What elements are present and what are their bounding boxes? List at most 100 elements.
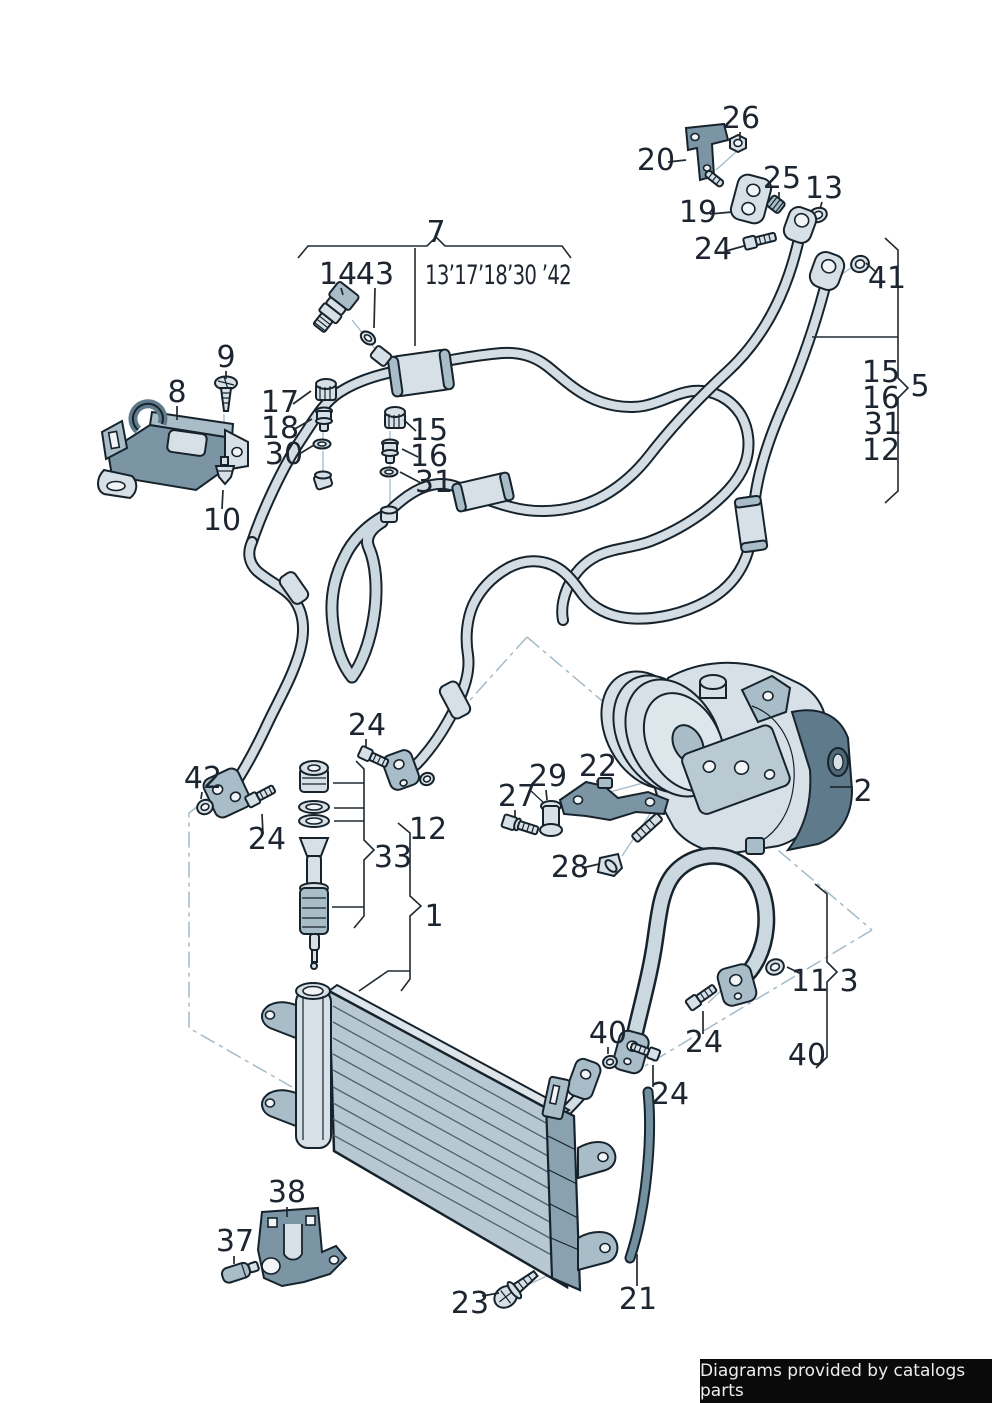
callout-14[interactable]: 14	[319, 257, 357, 292]
pipe-port-boss-middle	[380, 505, 398, 523]
callout-labels: 26 20 25 13 19 24 41 7 14 43 13’17’18’30…	[167, 101, 929, 1321]
condenser-pipe-bracket	[541, 1075, 571, 1121]
seal-ring-41	[850, 254, 870, 274]
callout-1[interactable]: 1	[424, 899, 443, 934]
callout-37[interactable]: 37	[216, 1224, 254, 1259]
callout-15[interactable]: 15	[410, 413, 448, 448]
screw-9	[214, 375, 238, 412]
pipe-sleeve-front	[733, 494, 769, 554]
callout-28[interactable]: 28	[551, 850, 589, 885]
seal-ring-40	[602, 1054, 618, 1070]
provider-credit-text: Diagrams provided by catalogs parts	[700, 1361, 966, 1401]
clip-10	[214, 456, 236, 486]
bracket-38	[256, 1206, 348, 1288]
flange-fitting-compressor-side	[382, 749, 420, 791]
callout-right-15[interactable]: 15	[862, 355, 900, 390]
seal-ring-42	[196, 798, 214, 816]
callout-11[interactable]: 11	[791, 964, 829, 999]
hose-loop	[325, 507, 395, 684]
bolt-24-left	[244, 784, 277, 809]
callout-16[interactable]: 16	[410, 439, 448, 474]
callout-5[interactable]: 5	[910, 369, 929, 404]
callout-38[interactable]: 38	[268, 1175, 306, 1210]
valve-16	[381, 438, 399, 464]
callout-22[interactable]: 22	[579, 749, 617, 784]
screw-24-top	[742, 231, 777, 251]
pin-37	[220, 1260, 260, 1284]
callout-24-top[interactable]: 24	[694, 232, 732, 267]
pressure-sensor-14	[312, 281, 360, 333]
condenser-1	[261, 982, 619, 1292]
bracket-22	[558, 777, 670, 822]
callout-42[interactable]: 42	[184, 761, 222, 796]
pipe-end-fitting-upper	[782, 206, 818, 244]
callout-10[interactable]: 10	[203, 503, 241, 538]
callout-24-drier[interactable]: 24	[348, 708, 386, 743]
callout-right-12[interactable]: 12	[862, 433, 900, 468]
condenser-drier-tube	[295, 982, 332, 1149]
bolt-24-drier	[357, 745, 390, 768]
callout-17[interactable]: 17	[261, 385, 299, 420]
callout-24-hose-upper[interactable]: 24	[685, 1025, 723, 1060]
callout-25[interactable]: 25	[763, 161, 801, 196]
callout-20[interactable]: 20	[637, 143, 675, 178]
callout-43[interactable]: 43	[356, 257, 394, 292]
hose-to-expansion-valve	[232, 536, 310, 785]
seal-ring-31	[379, 466, 399, 478]
pipe-end-fitting-lower	[808, 251, 846, 291]
hose-fitting-block-upper	[716, 963, 758, 1007]
callout-30[interactable]: 30	[265, 437, 303, 472]
bracket-8	[97, 399, 249, 500]
seal-ring-11	[765, 958, 785, 976]
compressor-mount-plate	[681, 724, 791, 815]
callout-3[interactable]: 3	[839, 964, 858, 999]
condenser-mount-tab-left-lower	[261, 1089, 297, 1128]
callout-31[interactable]: 31	[415, 465, 453, 500]
hose-fitting-block-lower	[612, 1029, 650, 1075]
compressor-foot	[745, 837, 765, 855]
callout-40-right[interactable]: 40	[788, 1038, 826, 1073]
condenser-mount-tab-right-lower	[577, 1231, 619, 1272]
condenser-mount-tab-left-upper	[261, 1001, 297, 1040]
callout-26[interactable]: 26	[722, 101, 760, 136]
callout-33[interactable]: 33	[374, 840, 412, 875]
screw-23	[493, 1269, 539, 1309]
callout-9[interactable]: 9	[216, 340, 235, 375]
pipe-sleeve-lower	[438, 680, 472, 720]
compressor-hose-guide	[751, 705, 795, 847]
callout-21[interactable]: 21	[619, 1282, 657, 1317]
callout-29[interactable]: 29	[529, 759, 567, 794]
sensor-port-boss	[369, 345, 393, 367]
drier-o-ring-2	[298, 814, 330, 828]
callout-18[interactable]: 18	[261, 411, 299, 446]
callout-7[interactable]: 7	[426, 215, 445, 250]
callout-8[interactable]: 8	[167, 375, 186, 410]
callout-group-7[interactable]: 13’17’18’30 ’42	[425, 260, 572, 291]
callout-right-31[interactable]: 31	[864, 407, 902, 442]
condenser-side-plate	[544, 1100, 582, 1292]
callout-right-16[interactable]: 16	[862, 381, 900, 416]
pipe-sleeve-tail	[278, 571, 310, 605]
callout-12[interactable]: 12	[409, 812, 447, 847]
drier-plug	[299, 760, 329, 793]
pipe-sleeve-31	[451, 471, 515, 513]
callout-40-left[interactable]: 40	[589, 1016, 627, 1051]
callout-24-left[interactable]: 24	[248, 822, 286, 857]
compressor-2	[600, 661, 854, 855]
callout-23[interactable]: 23	[451, 1286, 489, 1321]
condenser-inlet-fitting	[559, 1057, 602, 1118]
callout-24-hose-lower[interactable]: 24	[651, 1077, 689, 1112]
callout-2[interactable]: 2	[853, 774, 872, 809]
discharge-hose-3	[625, 846, 776, 1047]
bolt-24-upper-hose	[684, 984, 718, 1012]
callout-27[interactable]: 27	[498, 779, 536, 814]
bolt-28	[596, 812, 663, 878]
pipe-port-boss-upper	[313, 470, 333, 491]
callout-41[interactable]: 41	[868, 261, 906, 296]
bolt-25	[766, 194, 786, 214]
seal-ring-30	[312, 438, 332, 450]
callout-19[interactable]: 19	[679, 195, 717, 230]
callout-13[interactable]: 13	[805, 171, 843, 206]
bolt-27	[500, 813, 540, 836]
